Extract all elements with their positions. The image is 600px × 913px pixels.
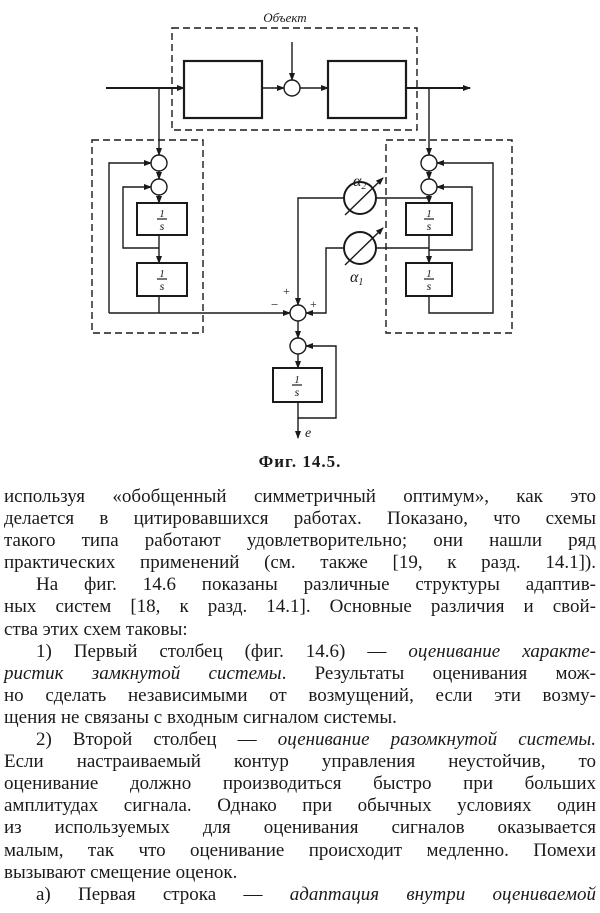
text-line: щения не связаны с входным сигналом сист… [4, 707, 596, 729]
text-line: На фиг. 14.6 показаны различные структур… [4, 574, 596, 596]
integrator-denominator: s [427, 219, 432, 233]
text-line: но сделать независимыми от возмущений, е… [4, 685, 596, 707]
output-label: e [305, 426, 311, 441]
text-segment: Если настраиваемый контур управления неу… [4, 751, 596, 773]
integrator-label: 1s [424, 208, 434, 233]
object-summing-junction [283, 79, 301, 97]
integrator-numerator: 1 [159, 268, 165, 280]
text-segment: такого типа работают удовлетворительно; … [4, 530, 596, 552]
error-summing-junction [289, 304, 307, 322]
text-line: практических применений (см. также [19, … [4, 552, 596, 574]
left-integrator-2 [136, 262, 188, 297]
integrator-numerator: 1 [426, 268, 432, 280]
integrator-label: 1s [424, 268, 434, 293]
integrator-label: 1s [157, 268, 167, 293]
object-block-1 [182, 59, 264, 120]
integrator-denominator: s [160, 219, 165, 233]
alpha1-label: α1 [350, 269, 363, 288]
integrator-numerator: 1 [426, 208, 432, 220]
text-segment: щения не связаны с входным сигналом сист… [4, 706, 397, 728]
integrator-denominator: s [427, 279, 432, 293]
text-segment: 1) Первый столбец (фиг. 14.6) — [36, 640, 409, 662]
figure-caption: Фиг. 14.5. [258, 452, 342, 471]
text-segment: амплитудах сигнала. Однако при обычных у… [4, 795, 596, 817]
text-line: оценивание должно производиться быстро п… [4, 773, 596, 795]
integrator-label: 1s [157, 208, 167, 233]
text-segment: 2) Второй столбец — [36, 729, 278, 751]
italic-text: оценивание характе- [408, 640, 596, 662]
integrator-label: 1s [292, 374, 302, 399]
text-segment: ных систем [18, к разд. 14.1]. Основные … [4, 596, 596, 618]
object-block-2 [326, 59, 408, 120]
text-line: а) Первая строка — адаптация внутри оцен… [4, 884, 596, 906]
text-line: ристик замкнутой системы. Результаты оце… [4, 663, 596, 685]
italic-text: ристик замкнутой системы [4, 662, 282, 684]
minus-sign: − [271, 297, 278, 312]
text-line: 2) Второй столбец — оценивание разомкнут… [4, 729, 596, 751]
text-segment: малым, так что оценивание происходит мед… [4, 839, 596, 861]
text-line: Если настраиваемый контур управления неу… [4, 751, 596, 773]
italic-text: адаптация внутри оцениваемой [289, 883, 597, 905]
text-segment: используя «обобщенный симметричный оптим… [4, 486, 596, 507]
object-label: Объект [263, 10, 306, 25]
text-line: малым, так что оценивание происходит мед… [4, 840, 596, 862]
text-line: вызывают смещение оценок. [4, 862, 596, 884]
right-model-dashed-frame [385, 139, 513, 334]
text-segment: практических применений (см. также [19, … [4, 552, 596, 574]
text-line: ства этих схем таковы: [4, 619, 596, 641]
object-dashed-frame [171, 27, 418, 131]
alpha2-label: α2 [353, 173, 366, 192]
left-integrator-1 [136, 202, 188, 236]
text-line: ных систем [18, к разд. 14.1]. Основные … [4, 596, 596, 618]
integrator-denominator: s [295, 385, 300, 399]
text-segment: а) Первая строка — [36, 883, 290, 905]
plus-sign-top: + [283, 284, 290, 298]
text-segment: оценивание должно производиться быстро п… [4, 773, 596, 795]
alpha1-gain [343, 231, 377, 265]
text-line: амплитудах сигнала. Однако при обычных у… [4, 795, 596, 817]
text-line: из используемых для оценивания сигналов … [4, 817, 596, 839]
italic-text: оценивание разомкнутой системы. [277, 729, 596, 751]
text-segment: из используемых для оценивания сигналов … [4, 817, 596, 839]
integrator-numerator: 1 [159, 208, 165, 220]
text-line: такого типа работают удовлетворительно; … [4, 530, 596, 552]
text-segment: На фиг. 14.6 показаны различные структур… [36, 574, 596, 596]
integrator-numerator: 1 [294, 374, 300, 386]
text-segment: но сделать независимыми от возмущений, е… [4, 684, 596, 706]
text-line: делается в цитировавшихся работах. Показ… [4, 508, 596, 530]
plus-sign-right: + [310, 297, 317, 311]
text-line: используя «обобщенный симметричный оптим… [4, 486, 596, 508]
left-model-dashed-frame [91, 139, 204, 334]
text-line: 1) Первый столбец (фиг. 14.6) — оцениван… [4, 641, 596, 663]
text-segment: . Результаты оценивания мож- [281, 662, 596, 684]
body-text: используя «обобщенный симметричный оптим… [4, 486, 596, 906]
text-segment: делается в цитировавшихся работах. Показ… [4, 508, 596, 530]
integrator-denominator: s [160, 279, 165, 293]
text-segment: ства этих схем таковы: [4, 618, 188, 640]
text-segment: вызывают смещение оценок. [4, 861, 238, 883]
